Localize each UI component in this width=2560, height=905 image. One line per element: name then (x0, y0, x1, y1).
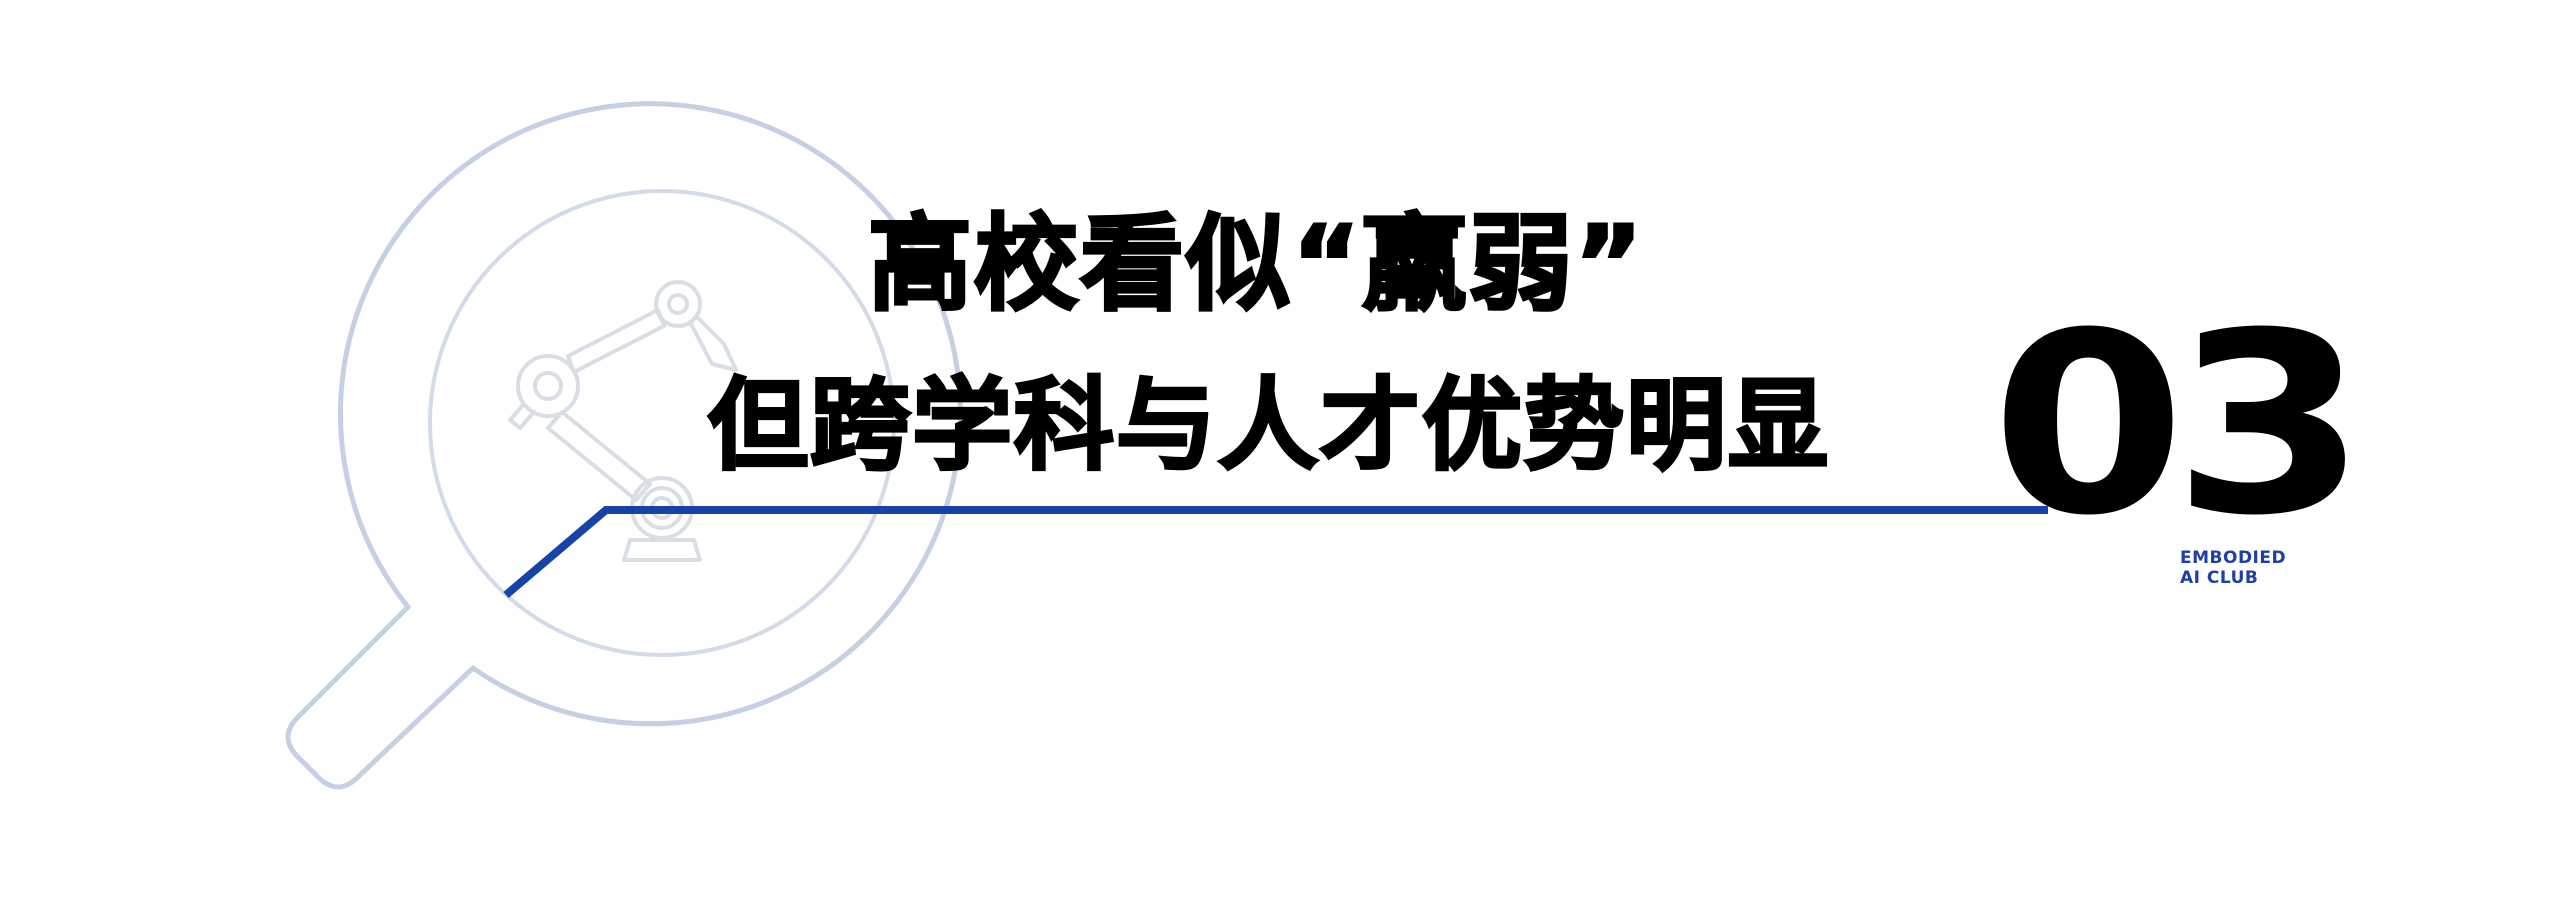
accent-line (503, 506, 2048, 599)
title-line-1: 高校看似“羸弱” (867, 203, 1645, 325)
brand-line-2: AI CLUB (2180, 568, 2259, 588)
brand-label: EMBODIED AI CLUB (2180, 548, 2286, 588)
section-number: 03 (1991, 279, 2367, 570)
magnifier-icon (285, 101, 963, 790)
robot-arm-icon (508, 280, 738, 562)
title-line-2: 但跨学科与人才优势明显 (707, 367, 1830, 484)
brand-line-1: EMBODIED (2180, 548, 2287, 568)
